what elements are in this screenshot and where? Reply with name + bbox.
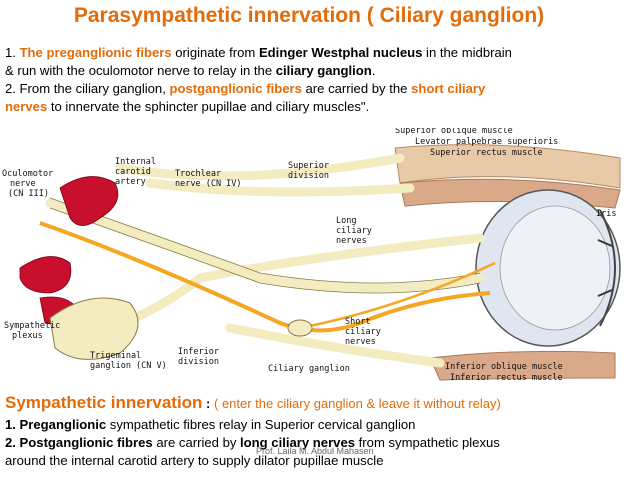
label-inferior-division-2: division	[178, 357, 219, 367]
sympathetic-line-3: around the internal carotid artery to su…	[5, 453, 384, 468]
label-superior-division-2: division	[288, 171, 329, 181]
label-short-ciliary-2: ciliary	[345, 327, 381, 337]
label-levator: Levator palpebrae superioris	[415, 137, 558, 147]
superior-muscles-shape	[394, 144, 621, 189]
ciliary-ganglion-diagram: Superior oblique muscle Levator palpebra…	[2, 128, 621, 383]
label-long-ciliary-2: ciliary	[336, 226, 372, 236]
label-inferior-division-1: Inferior	[178, 347, 219, 357]
label-trochlear-1: Trochlear	[175, 169, 221, 179]
slide-title: Parasympathetic innervation ( Ciliary ga…	[73, 4, 545, 27]
eyeball-inner	[499, 205, 611, 331]
para-2: 2. From the ciliary ganglion, postgangli…	[5, 81, 486, 114]
label-oculomotor-1: Oculomotor	[2, 169, 53, 179]
label-iris: Iris	[596, 209, 616, 219]
label-inferior-oblique: Inferior oblique muscle	[445, 362, 563, 372]
short-ciliary-pathway	[299, 261, 496, 330]
label-trochlear-2: nerve (CN IV)	[175, 179, 242, 189]
label-short-ciliary-3: nerves	[345, 337, 376, 347]
nerve-trunks	[45, 153, 485, 368]
sympathetic-line-1: 1. Preganglionic sympathetic fibres rela…	[5, 417, 416, 432]
label-oculomotor-3: (CN III)	[8, 189, 49, 199]
label-long-ciliary-1: Long	[336, 216, 356, 226]
label-ciliary-ganglion: Ciliary ganglion	[268, 364, 350, 374]
label-superior-rectus: Superior rectus muscle	[430, 148, 543, 158]
label-trigeminal-2: ganglion (CN V)	[90, 361, 167, 371]
label-trigeminal-1: Trigeminal	[90, 351, 141, 361]
cornea	[599, 209, 616, 327]
nerve-outlines	[49, 197, 481, 294]
para-1: 1. The preganglionic fibers originate fr…	[5, 45, 512, 78]
ciliary-ganglion-shape	[287, 319, 313, 337]
label-internal-carotid-1: Internal	[115, 157, 156, 167]
inferior-muscles-shape	[429, 350, 616, 381]
label-sympathetic-plexus-2: plexus	[12, 331, 43, 341]
sympathetic-line-2: 2. Postganglionic fibres are carried by …	[5, 435, 500, 450]
label-sympathetic-plexus-1: Sympathetic	[4, 321, 60, 331]
label-superior-division-1: Superior	[288, 161, 329, 171]
label-oculomotor-2: nerve	[10, 179, 36, 189]
label-superior-oblique: Superior oblique muscle	[395, 128, 513, 136]
iris-shape	[597, 239, 613, 297]
label-inferior-rectus: Inferior rectus muscle	[450, 373, 563, 383]
label-long-ciliary-3: nerves	[336, 236, 367, 246]
author-footer: Prof. Laila M. Abdul Mahasen	[256, 446, 374, 456]
trigeminal-ganglion-shape	[49, 297, 139, 360]
sympathetic-title: Sympathetic innervation : ( enter the ci…	[5, 393, 501, 412]
label-short-ciliary-1: Short	[345, 317, 371, 327]
label-internal-carotid-2: carotid	[115, 167, 151, 177]
label-internal-carotid-3: artery	[115, 177, 146, 187]
